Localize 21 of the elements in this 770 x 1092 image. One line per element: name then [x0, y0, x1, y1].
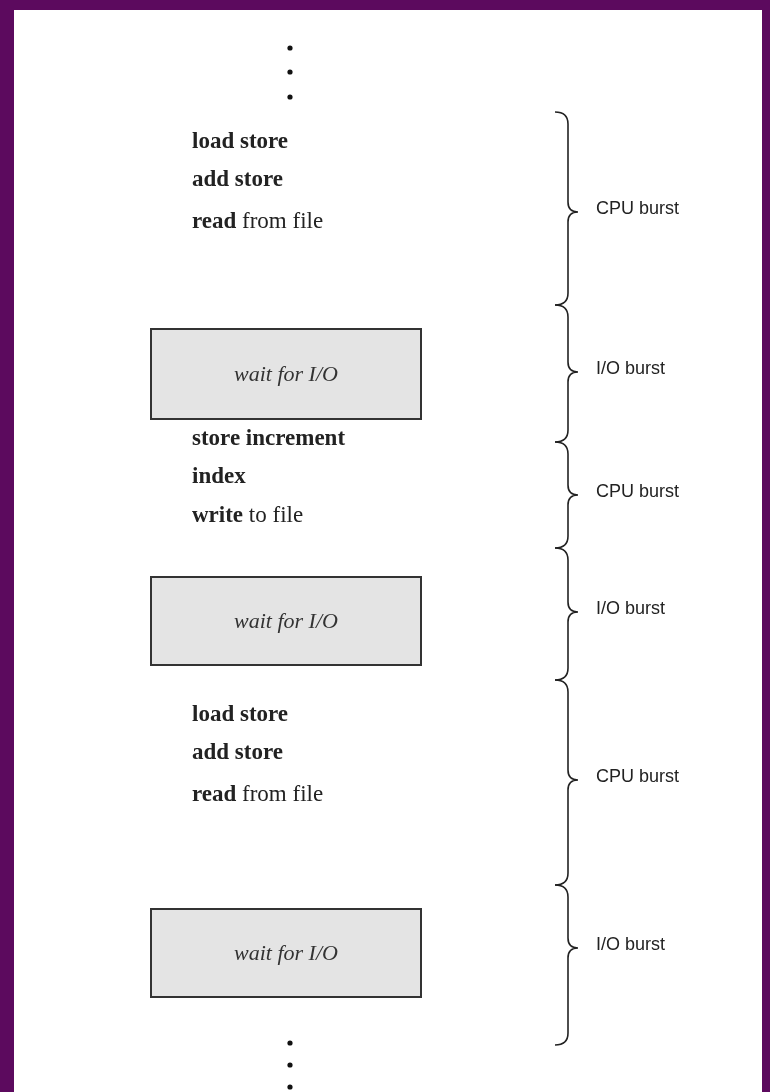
- instruction-text: read from file: [192, 208, 324, 234]
- box-label: wait for I/O: [234, 361, 338, 387]
- box-label: wait for I/O: [234, 608, 338, 634]
- instruction-text: index: [192, 463, 246, 489]
- process-box: [150, 328, 422, 420]
- instruction-text: add store: [192, 739, 283, 765]
- process-box: [150, 908, 422, 998]
- burst-label: I/O burst: [596, 358, 666, 379]
- burst-label: CPU burst: [596, 766, 680, 787]
- box-label: wait for I/O: [234, 940, 338, 966]
- instruction-text: load store: [192, 128, 289, 154]
- burst-label: I/O burst: [596, 598, 666, 619]
- instruction-text: read from file: [192, 781, 324, 807]
- instruction-text: store increment: [192, 425, 346, 451]
- instruction-text: load store: [192, 701, 289, 727]
- burst-label: I/O burst: [596, 934, 666, 955]
- burst-label: CPU burst: [596, 198, 680, 219]
- burst-label: CPU burst: [596, 481, 680, 502]
- instruction-text: add store: [192, 166, 283, 192]
- instruction-text: write to file: [192, 502, 304, 528]
- process-box: [150, 576, 422, 666]
